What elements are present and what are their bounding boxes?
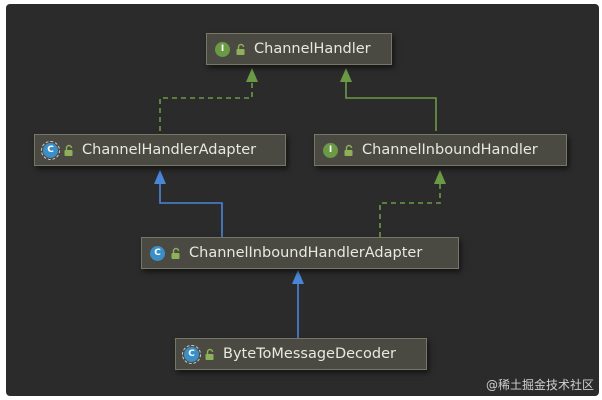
edge-channelinboundhandleradapter-to-channelinboundhandler [379,184,441,237]
arrowhead-extends-icon [340,68,352,82]
edge-channelhandleradapter-to-channelhandler [159,82,253,131]
arrowhead-extends-icon [292,270,304,284]
unlock-icon [171,247,180,259]
node-label: ChannelHandler [254,41,371,57]
node-channelhandleradapter[interactable]: C ChannelHandlerAdapter [34,134,286,166]
watermark: @稀土掘金技术社区 [485,378,594,392]
abstract-class-icon: C [41,140,60,160]
node-bytetomessagedecoder[interactable]: C ByteToMessageDecoder [175,338,427,370]
edge-channelinboundhandler-to-channelhandler [345,82,437,131]
node-channelhandler[interactable]: I ChannelHandler [206,33,392,65]
abstract-class-icon: C [182,344,201,364]
arrowhead-implements-icon [246,68,258,82]
arrowhead-implements-icon [434,170,446,184]
unlock-icon [205,348,214,360]
class-icon: C [150,245,165,261]
node-label: ChannelInboundHandlerAdapter [189,245,423,261]
node-channelinboundhandler[interactable]: I ChannelInboundHandler [314,134,567,166]
node-label: ChannelInboundHandler [362,142,538,158]
node-label: ByteToMessageDecoder [223,346,396,362]
arrowhead-extends-icon [154,170,166,184]
unlock-icon [64,144,73,156]
interface-icon: I [323,142,338,158]
unlock-icon [236,43,245,55]
interface-icon: I [215,41,230,57]
node-channelinboundhandleradapter[interactable]: C ChannelInboundHandlerAdapter [141,237,459,269]
node-label: ChannelHandlerAdapter [82,142,257,158]
unlock-icon [344,144,353,156]
diagram-panel [6,4,599,396]
edge-channelinboundhandleradapter-to-channelhandleradapter [159,184,223,237]
